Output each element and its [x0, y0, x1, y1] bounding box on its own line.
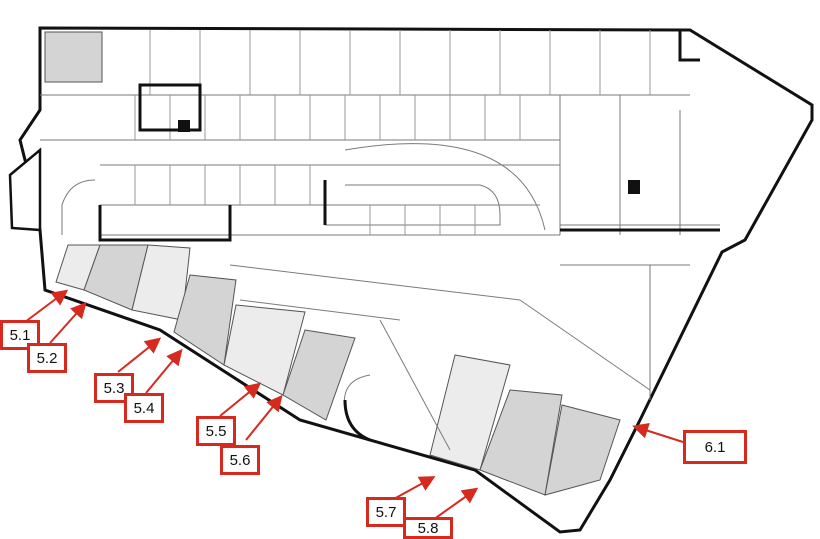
callout-5-4: 5.4: [124, 393, 164, 423]
arrow-5-7: [391, 476, 436, 501]
arrow-6-1: [632, 423, 684, 443]
arrow-5-3: [117, 337, 162, 373]
callout-6-1: 6.1: [683, 430, 747, 464]
arrow-5-6: [245, 394, 283, 441]
unit-6-1: [544, 404, 621, 496]
arrow-5-5: [219, 382, 262, 417]
thick-walls: [98, 30, 720, 442]
arrow-5-1: [24, 289, 69, 323]
entrance-ramp: [8, 147, 42, 232]
unit-top-left: [44, 31, 103, 83]
parking-dividers: [134, 30, 651, 235]
callout-arrows: [24, 289, 684, 523]
unit-5-6: [282, 329, 356, 421]
callout-5-5: 5.5: [196, 416, 236, 446]
arrow-5-8: [429, 487, 479, 523]
arrow-5-4: [145, 348, 183, 394]
arrow-5-2: [49, 302, 87, 344]
interior-lines: [40, 94, 720, 451]
callout-5-8: 5.8: [403, 517, 453, 539]
shaded-units: [44, 31, 621, 496]
callout-5-7: 5.7: [366, 497, 406, 527]
callout-5-2: 5.2: [27, 343, 67, 373]
callout-5-6: 5.6: [220, 445, 260, 475]
structural-blocks: [178, 120, 640, 194]
